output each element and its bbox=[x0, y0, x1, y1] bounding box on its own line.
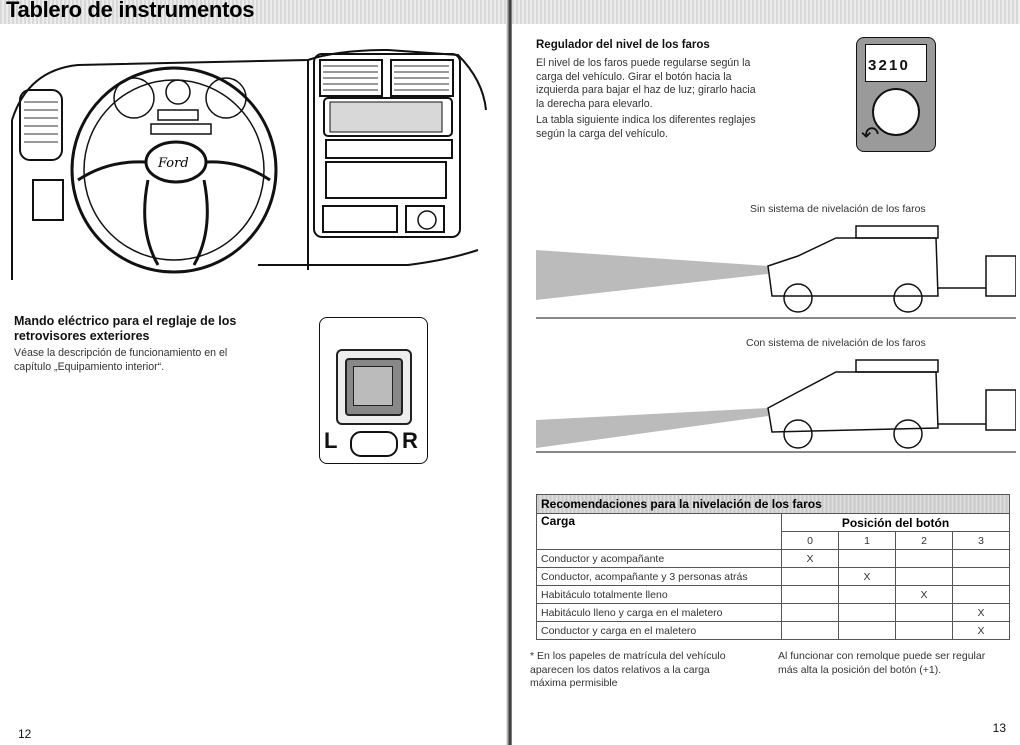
column-header-load: Carga bbox=[536, 513, 782, 550]
row-label: Conductor, acompañante y 3 personas atrá… bbox=[536, 567, 782, 586]
mirror-control-heading: Mando eléctrico para el reglaje de los r… bbox=[14, 314, 237, 343]
row-mark bbox=[952, 567, 1010, 586]
page-title: Tablero de instrumentos bbox=[6, 0, 255, 22]
row-mark bbox=[895, 621, 953, 640]
row-label: Habitáculo lleno y carga en el maletero bbox=[536, 603, 782, 622]
row-mark bbox=[952, 585, 1010, 604]
row-mark bbox=[895, 549, 953, 568]
leveling-recommendation-table: Recomendaciones para la nivelación de lo… bbox=[536, 494, 1010, 640]
row-mark bbox=[838, 549, 896, 568]
row-mark: X bbox=[781, 549, 839, 568]
mirror-selector-knob bbox=[350, 431, 398, 457]
row-mark bbox=[781, 603, 839, 622]
row-mark bbox=[838, 585, 896, 604]
footnote-trailer: Al funcionar con remolque puede ser regu… bbox=[778, 650, 986, 676]
dial-digits: 3 2 1 0 bbox=[868, 57, 908, 74]
row-mark bbox=[895, 567, 953, 586]
row-label: Conductor y acompañante bbox=[536, 549, 782, 568]
table-row: Conductor y acompañante X bbox=[536, 549, 1010, 568]
right-page: Regulador del nivel de los faros El nive… bbox=[512, 0, 1020, 745]
row-mark bbox=[838, 603, 896, 622]
dashboard-illustration: Ford bbox=[11, 48, 487, 280]
position-header: 0 bbox=[781, 531, 839, 550]
headlamp-leveler-para2: La tabla siguiente indica los diferentes… bbox=[536, 114, 756, 140]
table-title: Recomendaciones para la nivelación de lo… bbox=[536, 494, 1010, 514]
row-mark bbox=[781, 621, 839, 640]
headlamp-leveler-heading: Regulador del nivel de los faros bbox=[536, 39, 710, 51]
book-spine bbox=[506, 0, 514, 745]
page-number-left: 12 bbox=[18, 727, 32, 741]
column-header-position: Posición del botón bbox=[781, 513, 1010, 532]
right-header-band bbox=[512, 0, 1020, 24]
row-mark bbox=[895, 603, 953, 622]
position-header: 3 bbox=[952, 531, 1010, 550]
row-mark: X bbox=[952, 603, 1010, 622]
left-header-band bbox=[0, 0, 508, 24]
mirror-switch-illustration: L R bbox=[319, 317, 428, 464]
mirror-pad bbox=[336, 349, 412, 425]
row-mark: X bbox=[838, 567, 896, 586]
mirror-label-right: R bbox=[402, 428, 418, 453]
leveler-dial-illustration: 3 2 1 0 ↶ bbox=[856, 37, 936, 152]
page-number-right: 13 bbox=[992, 721, 1006, 735]
row-mark bbox=[838, 621, 896, 640]
row-mark bbox=[781, 567, 839, 586]
mirror-label-left: L bbox=[324, 428, 338, 453]
table-row: Habitáculo totalmente lleno X bbox=[536, 585, 1010, 604]
left-page: Tablero de instrumentos bbox=[0, 0, 508, 745]
row-mark bbox=[952, 549, 1010, 568]
position-header: 1 bbox=[838, 531, 896, 550]
row-mark: X bbox=[952, 621, 1010, 640]
footnote-max-load: * En los papeles de matrícula del vehícu… bbox=[530, 650, 726, 689]
row-mark bbox=[781, 585, 839, 604]
caption-with-leveling: Con sistema de nivelación de los faros bbox=[746, 337, 926, 349]
steering-logo: Ford bbox=[157, 156, 189, 171]
row-label: Habitáculo totalmente lleno bbox=[536, 585, 782, 604]
position-header: 2 bbox=[895, 531, 953, 550]
car-with-leveling-illustration bbox=[536, 359, 1016, 453]
caption-without-leveling: Sin sistema de nivelación de los faros bbox=[750, 203, 926, 215]
mirror-control-body: Véase la descripción de funcionamiento e… bbox=[14, 347, 228, 373]
table-row: Conductor, acompañante y 3 personas atrá… bbox=[536, 567, 1010, 586]
headlamp-leveler-para1: El nivel de los faros puede regularse se… bbox=[536, 57, 756, 110]
row-label: Conductor y carga en el maletero bbox=[536, 621, 782, 640]
car-without-leveling-illustration bbox=[536, 225, 1016, 319]
dial-knob bbox=[872, 88, 920, 136]
row-mark: X bbox=[895, 585, 953, 604]
dial-rotate-arrow-icon: ↶ bbox=[861, 122, 880, 147]
table-row: Habitáculo lleno y carga en el maletero … bbox=[536, 603, 1010, 622]
table-row: Conductor y carga en el maletero X bbox=[536, 621, 1010, 640]
